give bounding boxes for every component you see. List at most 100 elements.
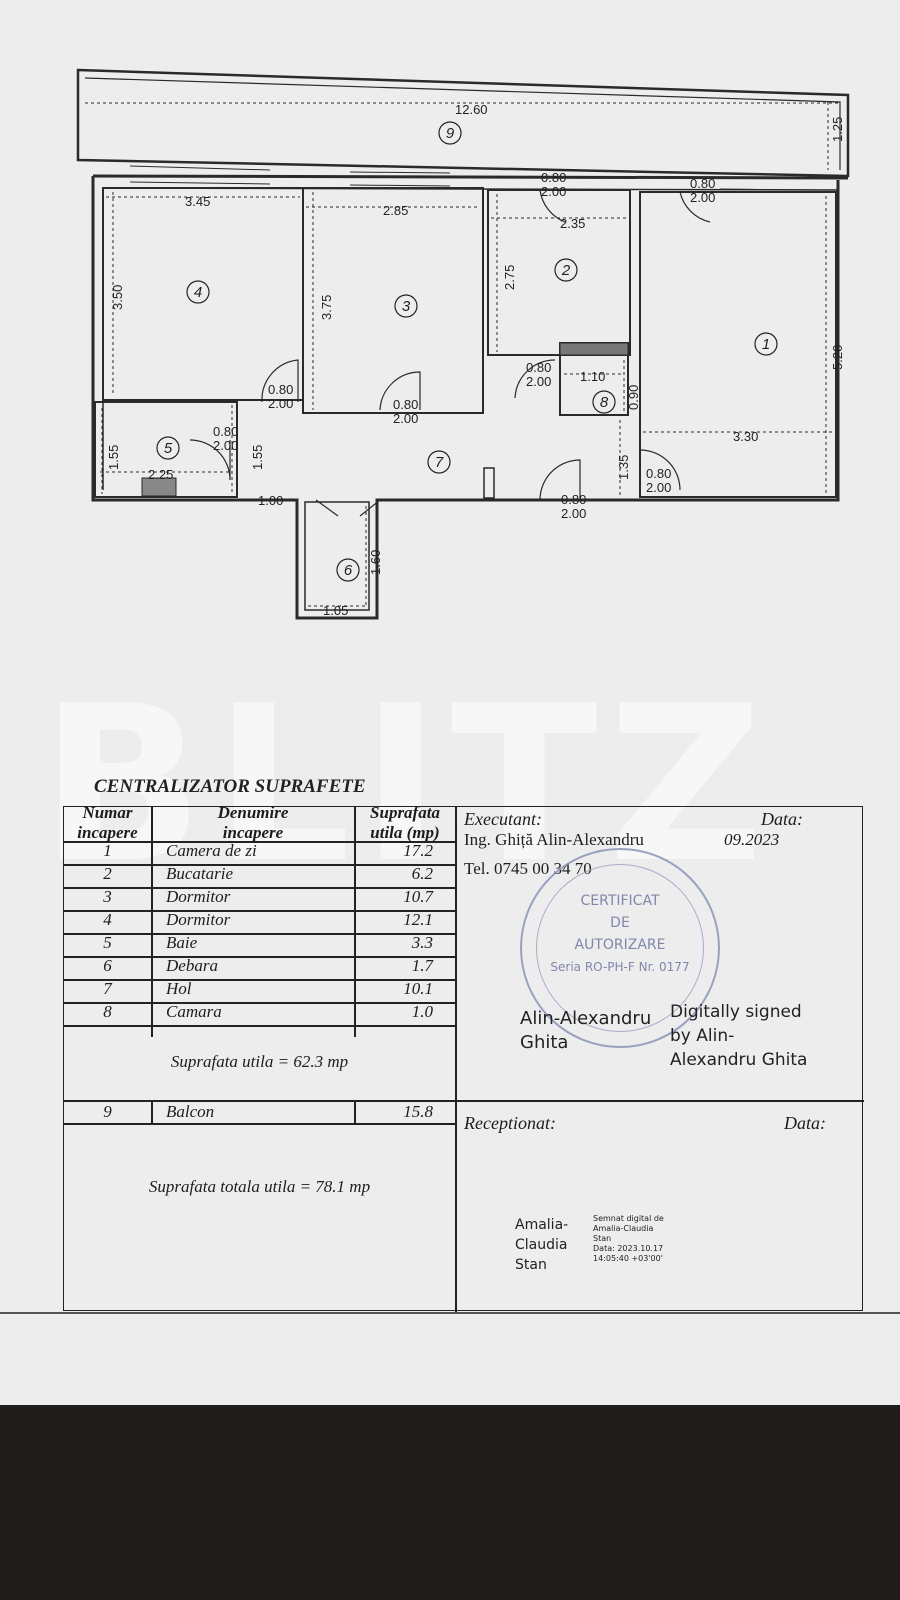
row-area: 3.3 xyxy=(411,933,433,952)
sign-note-line: 14:05:40 +03'00' xyxy=(593,1254,663,1263)
table-title: CENTRALIZATOR SUPRAFETE xyxy=(94,776,366,797)
row-name: Bucatarie xyxy=(166,864,234,883)
stamp-line: DE xyxy=(610,915,630,931)
room-number-circle xyxy=(754,332,778,356)
row-area: 1.7 xyxy=(411,956,433,975)
row-nr: 1 xyxy=(103,841,112,860)
row-name: Camera de zi xyxy=(166,841,257,860)
door-width-label: 0.80 xyxy=(646,466,671,481)
stamp-line: Seria RO-PH-F Nr. 0177 xyxy=(550,960,690,974)
room-number: 7 xyxy=(435,454,444,471)
dim-room5-height-2: 1.55 xyxy=(250,445,265,470)
sign-note-line: Amalia-Claudia xyxy=(593,1224,654,1233)
door-width-label: 0.80 xyxy=(541,170,566,185)
door-height-label: 2.00 xyxy=(393,411,418,426)
row-nr: 6 xyxy=(103,956,112,975)
dim-room8-height: 0.90 xyxy=(626,385,641,410)
door-height-label: 2.00 xyxy=(526,374,551,389)
door-width-label: 0.80 xyxy=(393,397,418,412)
row-area: 6.2 xyxy=(411,864,433,883)
receiver-line: Claudia xyxy=(515,1237,568,1253)
dim-room2-height: 2.75 xyxy=(502,265,517,290)
dim-room4-height: 3.50 xyxy=(110,285,125,310)
sign-note-line: Stan xyxy=(593,1234,612,1243)
floor-plan: 12.60 1.25 3.45 3.50 2.85 3.75 2.35 2.75… xyxy=(76,68,850,620)
sign-note-line: Semnat digital de xyxy=(593,1214,664,1223)
row-area: 12.1 xyxy=(403,910,433,929)
room-number: 8 xyxy=(600,394,609,411)
sign-note-line: Data: 2023.10.17 xyxy=(593,1244,664,1253)
door-height-label: 2.00 xyxy=(646,480,671,495)
row-area: 1.0 xyxy=(411,1002,433,1021)
row-name: Hol xyxy=(166,979,192,998)
row-nr: 4 xyxy=(103,910,112,929)
dim-room2-width: 2.35 xyxy=(560,216,585,231)
dim-room5-height: 1.55 xyxy=(106,445,121,470)
executant-name: Ing. Ghiță Alin-Alexandru xyxy=(464,830,644,849)
room-number: 6 xyxy=(344,562,353,579)
receiver-line: Amalia- xyxy=(515,1217,569,1233)
dim-room1-width: 3.30 xyxy=(733,429,758,444)
row-name: Balcon xyxy=(166,1102,215,1121)
header-suprafata: Suprafata xyxy=(370,803,440,822)
room-number-circle xyxy=(336,558,360,582)
dim-room8-width: 1.10 xyxy=(580,369,605,384)
row-area: 10.7 xyxy=(403,887,433,906)
signer-right-line: Digitally signed xyxy=(670,1002,802,1022)
row-nr: 5 xyxy=(103,933,112,952)
row-area: 10.1 xyxy=(403,979,433,998)
room-number-circle xyxy=(438,121,462,145)
row-nr: 3 xyxy=(103,887,112,906)
door-width-label: 0.80 xyxy=(561,492,586,507)
door-height-label: 2.00 xyxy=(561,506,586,521)
door-height-label: 2.00 xyxy=(690,190,715,205)
row-name: Baie xyxy=(166,933,198,952)
dim-hall-height: 1.35 xyxy=(616,455,631,480)
executant-date: 09.2023 xyxy=(724,830,780,849)
dim-hall-width: 1.00 xyxy=(258,493,283,508)
executant-label: Executant: xyxy=(464,809,542,829)
executant-date-label: Data: xyxy=(761,809,803,829)
row-name: Dormitor xyxy=(166,887,231,906)
room-number: 5 xyxy=(164,440,173,457)
row-area: 15.8 xyxy=(403,1102,433,1121)
header-utila: utila (mp) xyxy=(370,823,440,842)
header-incapere: incapere xyxy=(77,823,138,842)
subtotal-text: Suprafata utila = 62.3 mp xyxy=(170,1052,349,1071)
room-number: 9 xyxy=(446,125,455,142)
door-width-label: 0.80 xyxy=(526,360,551,375)
row-nr: 8 xyxy=(103,1002,112,1021)
room-number-circle xyxy=(394,294,418,318)
door-width-label: 0.80 xyxy=(690,176,715,191)
signer-right-line: by Alin- xyxy=(670,1026,735,1046)
row-name: Camara xyxy=(166,1002,222,1021)
door-width-label: 0.80 xyxy=(213,424,238,439)
area-summary-table: Numar incapere Denumire incapere Suprafa… xyxy=(63,803,864,1312)
stamp-line: AUTORIZARE xyxy=(574,937,666,953)
dim-room6-height: 1.60 xyxy=(368,550,383,575)
door-height-label: 2.00 xyxy=(213,438,238,453)
room-number: 4 xyxy=(194,284,202,301)
signer-left-line: Alin-Alexandru xyxy=(520,1008,652,1029)
dim-room4-width: 3.45 xyxy=(185,194,210,209)
header-numar: Numar xyxy=(82,803,133,822)
dim-balcony-width: 1.25 xyxy=(830,117,845,142)
stamp-line: CERTIFICAT xyxy=(580,893,660,909)
signer-right-line: Alexandru Ghita xyxy=(670,1050,808,1070)
dim-room5-width: 2.25 xyxy=(148,467,173,482)
total-text: Suprafata totala utila = 78.1 mp xyxy=(148,1177,371,1196)
receptionat-date-label: Data: xyxy=(784,1113,826,1133)
signer-left-line: Ghita xyxy=(520,1032,569,1053)
room-number: 1 xyxy=(762,336,770,353)
document-sheet: 12.60 1.25 3.45 3.50 2.85 3.75 2.35 2.75… xyxy=(0,0,900,1405)
door-height-label: 2.00 xyxy=(541,184,566,199)
door-height-label: 2.00 xyxy=(268,396,293,411)
door-width-label: 0.80 xyxy=(268,382,293,397)
header-denumire: Denumire xyxy=(217,803,289,822)
room-number-circle xyxy=(156,436,180,460)
row-nr: 7 xyxy=(103,979,112,998)
dim-room1-height: 5.20 xyxy=(830,345,845,370)
row-name: Dormitor xyxy=(166,910,231,929)
receiver-line: Stan xyxy=(515,1257,547,1273)
room-number: 2 xyxy=(561,262,571,279)
